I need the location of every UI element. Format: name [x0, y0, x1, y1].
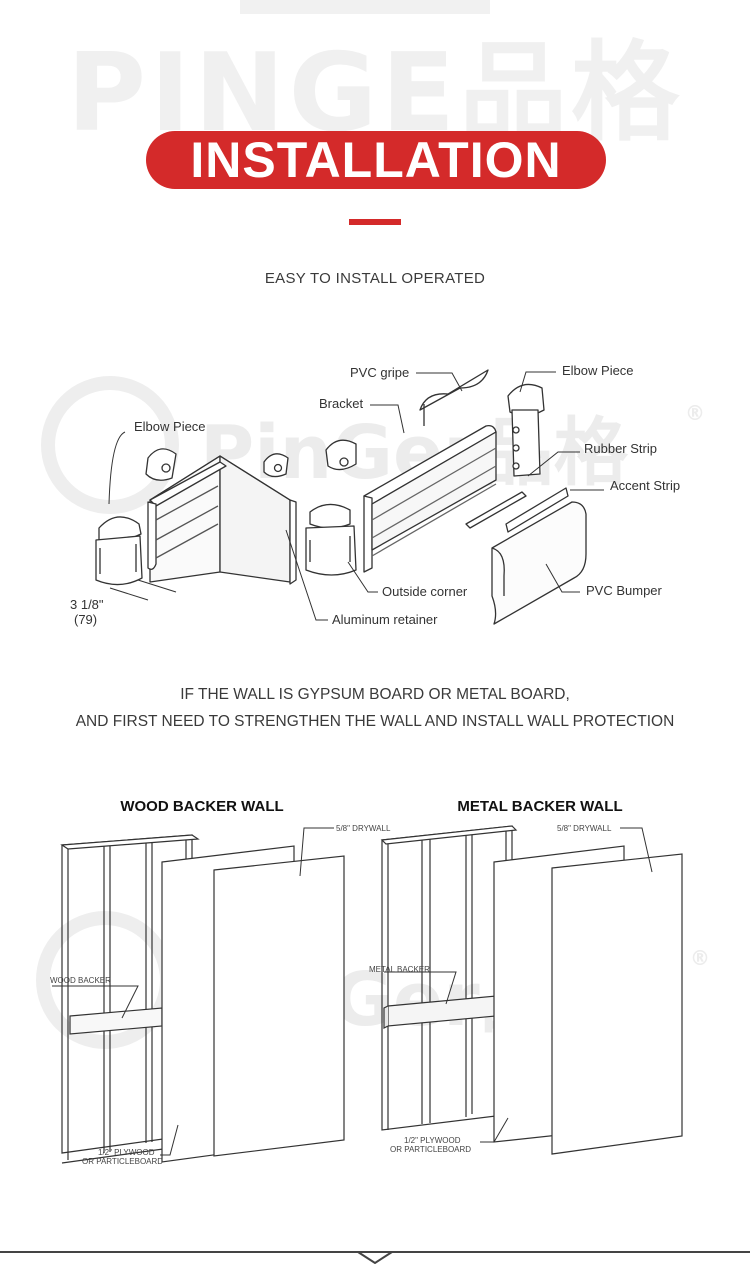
metal-drywall-label: 5/8" DRYWALL — [557, 824, 612, 833]
brand-watermark: PINGE品格 — [66, 31, 684, 156]
label-elbow-right: Elbow Piece — [562, 363, 634, 378]
dimension-marker — [109, 579, 177, 601]
label-pvc-bumper: PVC Bumper — [586, 583, 663, 598]
title-underline — [349, 219, 401, 225]
wood-board-label-2: OR PARTICLEBOARD — [82, 1157, 163, 1166]
metal-wall-title: METAL BACKER WALL — [457, 798, 622, 815]
metal-labels: 5/8" DRYWALL METAL BACKER 1/2" PLYWOOD O… — [369, 824, 612, 1154]
metal-backer-wall — [380, 825, 683, 1155]
page-title: INSTALLATION — [190, 132, 562, 188]
handrail-exploded-view — [95, 369, 587, 625]
wood-board-label-1: 1/2" PLYWOOD — [98, 1148, 155, 1157]
label-pvc-gripe: PVC gripe — [350, 365, 409, 380]
label-elbow-left: Elbow Piece — [134, 419, 206, 434]
label-accent-strip: Accent Strip — [610, 478, 680, 493]
wood-leaders — [52, 827, 334, 1156]
diagram1-labels: Elbow Piece PVC gripe Bracket Elbow Piec… — [70, 363, 680, 627]
label-dimension-mm: (79) — [74, 612, 97, 627]
wood-labels: 5/8" DRYWALL WOOD BACKER 1/2" PLYWOOD OR… — [50, 824, 391, 1166]
label-dimension-inch: 3 1/8" — [70, 597, 104, 612]
bottom-divider — [0, 1251, 750, 1264]
label-bracket: Bracket — [319, 396, 363, 411]
wood-backer-wall — [60, 834, 345, 1164]
wood-wall-title: WOOD BACKER WALL — [120, 798, 283, 815]
reg-mark-2: ® — [690, 946, 710, 970]
label-aluminum-retainer: Aluminum retainer — [332, 612, 438, 627]
leader-lines — [108, 371, 604, 621]
label-outside-corner: Outside corner — [382, 584, 468, 599]
page-subtitle: EASY TO INSTALL OPERATED — [264, 270, 486, 287]
metal-board-label-1: 1/2" PLYWOOD — [404, 1136, 461, 1145]
wood-drywall-label: 5/8" DRYWALL — [336, 824, 391, 833]
note-line-1: IF THE WALL IS GYPSUM BOARD OR METAL BOA… — [180, 686, 570, 703]
wood-backer-label: WOOD BACKER — [50, 976, 111, 985]
note-line-2: AND FIRST NEED TO STRENGTHEN THE WALL AN… — [75, 713, 675, 730]
title-pill — [146, 131, 606, 189]
reg-mark: ® — [685, 401, 705, 425]
label-rubber-strip: Rubber Strip — [584, 441, 657, 456]
metal-board-label-2: OR PARTICLEBOARD — [390, 1145, 471, 1154]
metal-leaders — [384, 827, 653, 1143]
top-bar — [240, 0, 490, 14]
metal-backer-label: METAL BACKER — [369, 965, 430, 974]
